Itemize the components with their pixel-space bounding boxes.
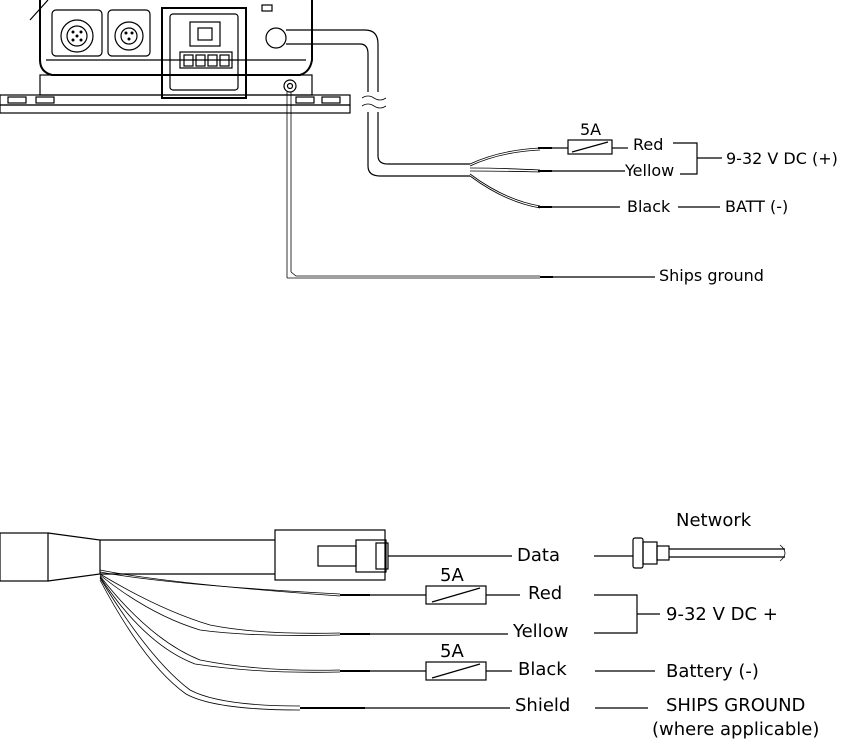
network-label: Network xyxy=(676,510,752,531)
network-connector-icon xyxy=(633,538,785,568)
supply-positive-label: 9-32 V DC (+) xyxy=(726,149,838,168)
connector-icon xyxy=(108,10,150,56)
wire-shield-label: Shield xyxy=(515,695,570,716)
bracket xyxy=(594,595,637,633)
device-unit xyxy=(0,0,350,113)
wire-red-label: Red xyxy=(633,135,663,154)
top-wiring-diagram: 5A Red Yellow 9-32 V DC (+) Black BATT (… xyxy=(0,0,838,285)
supply-positive-label: 9-32 V DC + xyxy=(666,604,778,625)
fuse-icon xyxy=(568,140,612,154)
ships-ground-label: Ships ground xyxy=(659,266,764,285)
supply-negative-label: BATT (-) xyxy=(725,197,788,216)
ships-ground-note: (where applicable) xyxy=(652,719,819,739)
wire-black-label: Black xyxy=(518,659,567,680)
ground-stud-icon xyxy=(284,80,296,92)
fuse-black-label: 5A xyxy=(440,641,464,662)
fuse-icon xyxy=(426,586,486,604)
fuse-label: 5A xyxy=(580,120,601,139)
battery-negative-label: Battery (-) xyxy=(666,661,759,682)
wire-yellow-label: Yellow xyxy=(512,621,568,642)
wire-black-label: Black xyxy=(627,197,671,216)
fuse-icon xyxy=(426,662,486,680)
data-connector-icon xyxy=(275,530,388,580)
terminal-block-icon xyxy=(162,8,246,98)
wire-red-label: Red xyxy=(528,583,562,604)
wire-bundle xyxy=(100,570,370,710)
bottom-wiring-diagram: Data Network xyxy=(0,510,819,739)
wire-bundle xyxy=(470,148,625,208)
cable-gland-icon xyxy=(266,28,286,48)
ships-ground-label: SHIPS GROUND xyxy=(666,695,805,716)
wire-yellow-label: Yellow xyxy=(624,161,674,180)
data-label: Data xyxy=(517,545,560,566)
bracket xyxy=(673,143,697,174)
connector-icon xyxy=(52,10,102,56)
fuse-red-label: 5A xyxy=(440,565,464,586)
cable-end xyxy=(0,533,275,581)
